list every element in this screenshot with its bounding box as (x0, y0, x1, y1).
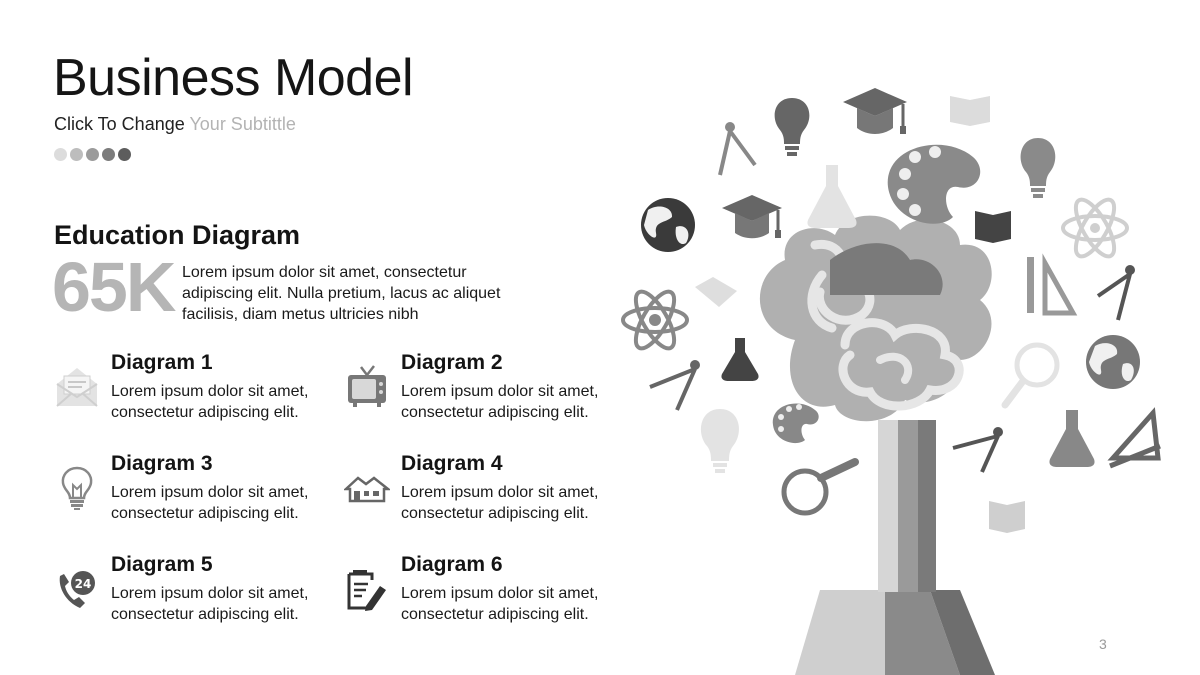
diagram-title: Diagram 6 (401, 553, 503, 576)
diagram-title: Diagram 1 (111, 351, 213, 374)
lead-text: Lorem ipsum dolor sit amet, consectetur … (182, 264, 501, 323)
slide-title: Business Model (53, 49, 414, 107)
atom-icon (1061, 197, 1129, 259)
diagram-text: Lorem ipsum dolor sit amet, consectetur … (111, 484, 309, 523)
subtitle-muted: Your Subtittle (189, 114, 296, 134)
dot-1 (54, 148, 67, 161)
diagram-item-6: Diagram 6 Lorem ipsum dolor sit amet, co… (347, 552, 671, 625)
svg-text:24: 24 (75, 577, 92, 591)
diagram-title: Diagram 4 (401, 452, 503, 475)
compass-icon (649, 360, 700, 411)
flask-icon (807, 165, 857, 228)
compass-icon (952, 427, 1003, 473)
diagram-title: Diagram 5 (111, 553, 213, 576)
flask-icon (1049, 410, 1095, 467)
magnifier-icon (1001, 342, 1060, 409)
compass-icon (718, 122, 757, 176)
diagram-item-5: 24 Diagram 5 Lorem ipsum dolor sit amet,… (59, 552, 381, 625)
palette-icon (772, 403, 819, 444)
lightbulb-icon (61, 466, 93, 510)
envelope-icon (56, 368, 98, 407)
magnifier-icon (781, 458, 859, 516)
atom-icon (621, 289, 689, 351)
book-icon (989, 501, 1025, 533)
lightbulb-icon (774, 98, 810, 156)
brain-tree-icon (759, 215, 995, 675)
document-pen-icon (347, 570, 386, 611)
book-icon (975, 211, 1011, 243)
diagram-text: Lorem ipsum dolor sit amet, consectetur … (401, 383, 599, 422)
ruler-triangle-icon (1107, 407, 1161, 469)
dot-3 (86, 148, 99, 161)
globe-icon (641, 198, 695, 252)
book-icon (695, 277, 737, 307)
diagram-title: Diagram 3 (111, 452, 213, 475)
flask-icon (721, 338, 759, 381)
brain-tree-illustration (621, 88, 1161, 675)
globe-icon (1086, 335, 1140, 389)
page-number: 3 (1099, 636, 1107, 652)
ruler-triangle-icon (1027, 253, 1078, 316)
diagram-item-2: Diagram 2 Lorem ipsum dolor sit amet, co… (348, 350, 671, 423)
dot-5 (118, 148, 131, 161)
graduation-cap-icon (722, 195, 782, 239)
diagram-text: Lorem ipsum dolor sit amet, consectetur … (401, 585, 599, 624)
dot-2 (70, 148, 83, 161)
diagram-text: Lorem ipsum dolor sit amet, consectetur … (111, 585, 309, 624)
progress-dots (54, 148, 131, 161)
diagram-title: Diagram 2 (401, 351, 503, 374)
house-icon (344, 476, 390, 503)
diagram-item-1: Diagram 1 Lorem ipsum dolor sit amet, co… (56, 350, 381, 423)
graduation-cap-icon (843, 88, 907, 134)
subtitle-main: Click To Change (54, 114, 185, 134)
book-icon (950, 96, 990, 126)
diagram-item-4: Diagram 4 Lorem ipsum dolor sit amet, co… (344, 451, 671, 524)
slide-subtitle: Click To Change Your Subtittle (54, 114, 296, 135)
compass-icon (1096, 265, 1135, 321)
palette-icon (887, 144, 981, 224)
lightbulb-icon (1020, 138, 1056, 198)
tv-icon (348, 365, 386, 407)
big-number: 65K (52, 248, 176, 326)
section-heading: Education Diagram (54, 220, 301, 250)
lightbulb-icon (700, 409, 740, 473)
diagram-item-3: Diagram 3 Lorem ipsum dolor sit amet, co… (61, 451, 381, 524)
diagram-text: Lorem ipsum dolor sit amet, consectetur … (401, 484, 599, 523)
diagram-text: Lorem ipsum dolor sit amet, consectetur … (111, 383, 309, 422)
phone-24-icon: 24 (59, 571, 95, 608)
dot-4 (102, 148, 115, 161)
